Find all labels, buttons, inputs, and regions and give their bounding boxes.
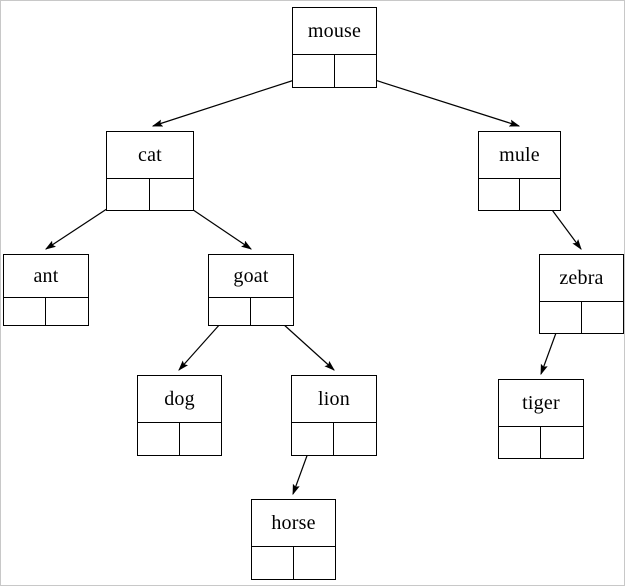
tree-node-right-pointer[interactable] <box>46 298 88 325</box>
tree-node-left-pointer[interactable] <box>499 427 541 458</box>
tree-node-pointer-row <box>4 297 88 325</box>
tree-node-goat[interactable]: goat <box>208 254 294 326</box>
tree-node-right-pointer[interactable] <box>294 547 336 579</box>
tree-node-label: cat <box>138 144 162 166</box>
tree-node-left-pointer[interactable] <box>4 298 46 325</box>
tree-node-pointer-row <box>138 422 221 455</box>
tree-node-label: zebra <box>559 267 604 289</box>
tree-node-label: tiger <box>522 392 560 414</box>
tree-node-left-pointer[interactable] <box>292 423 334 455</box>
tree-node-dog[interactable]: dog <box>137 375 222 456</box>
tree-node-left-pointer[interactable] <box>252 547 294 579</box>
tree-node-right-pointer[interactable] <box>251 298 293 325</box>
tree-edge-mouse-mule <box>355 73 521 127</box>
tree-node-pointer-row <box>293 54 376 87</box>
tree-node-pointer-row <box>292 422 376 455</box>
tree-node-zebra[interactable]: zebra <box>539 254 624 334</box>
tree-node-left-pointer[interactable] <box>540 302 582 333</box>
tree-node-right-pointer[interactable] <box>582 302 624 333</box>
tree-node-left-pointer[interactable] <box>479 179 520 210</box>
tree-node-tiger[interactable]: tiger <box>498 379 584 459</box>
tree-node-label: goat <box>233 265 269 287</box>
tree-node-mule[interactable]: mule <box>478 131 561 211</box>
tree-node-left-pointer[interactable] <box>209 298 251 325</box>
tree-node-left-pointer[interactable] <box>138 423 180 455</box>
tree-node-mouse[interactable]: mouse <box>292 7 377 88</box>
tree-node-right-pointer[interactable] <box>180 423 222 455</box>
tree-node-label: horse <box>271 512 316 534</box>
tree-node-pointer-row <box>499 426 583 458</box>
tree-node-pointer-row <box>252 546 335 579</box>
tree-node-lion[interactable]: lion <box>291 375 377 456</box>
tree-node-right-pointer[interactable] <box>335 55 377 87</box>
tree-node-pointer-row <box>540 301 623 333</box>
tree-node-label: mouse <box>307 20 362 42</box>
tree-node-ant[interactable]: ant <box>3 254 89 326</box>
tree-node-label: lion <box>318 388 350 410</box>
tree-node-left-pointer[interactable] <box>107 179 150 210</box>
tree-node-label: dog <box>164 388 195 410</box>
tree-node-cat[interactable]: cat <box>106 131 194 211</box>
tree-node-label: ant <box>33 265 59 287</box>
tree-node-right-pointer[interactable] <box>520 179 561 210</box>
tree-node-label: mule <box>499 144 540 166</box>
tree-node-left-pointer[interactable] <box>293 55 335 87</box>
tree-node-right-pointer[interactable] <box>334 423 376 455</box>
tree-node-horse[interactable]: horse <box>251 499 336 580</box>
tree-node-right-pointer[interactable] <box>150 179 193 210</box>
tree-node-pointer-row <box>209 297 293 325</box>
tree-node-pointer-row <box>107 178 193 210</box>
tree-edge-mouse-cat <box>151 73 314 127</box>
tree-node-pointer-row <box>479 178 560 210</box>
tree-node-right-pointer[interactable] <box>541 427 583 458</box>
